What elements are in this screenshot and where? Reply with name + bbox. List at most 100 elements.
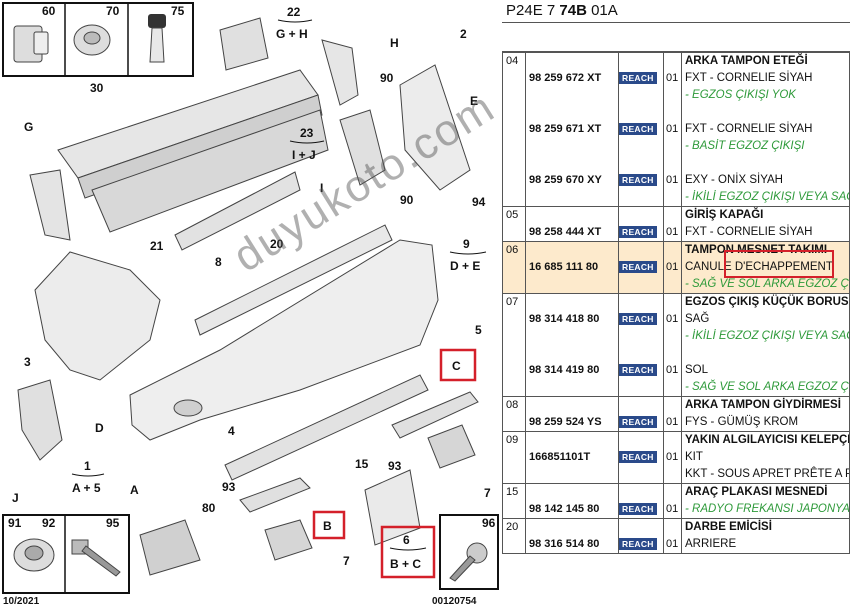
reach-wrap: REACH [619, 311, 663, 328]
spacer [526, 294, 618, 311]
exhaust-pipe-7-lower [264, 519, 313, 561]
spacer [619, 155, 663, 172]
side-panel-2 [399, 64, 471, 191]
callout-I: I [320, 181, 323, 195]
row-index: 08 [506, 399, 519, 411]
row-index: 05 [506, 209, 519, 221]
part-number: 98 258 444 XT [529, 226, 602, 238]
callout-labels: 22 G + H H 2 30 90 E G 23 I + J I 90 94 … [12, 5, 491, 568]
bracket-I [339, 109, 386, 186]
quantity-cell: 01 [663, 241, 682, 294]
part-quantity: 01 [666, 123, 679, 135]
part-note: - SAĞ VE SOL ARKA EGZOZ Ç [685, 381, 849, 393]
lower-skirt-4 [224, 374, 429, 481]
spacer [619, 104, 663, 121]
catalog-code-header: P24E 7 74B 01A [502, 0, 850, 23]
spacer [526, 207, 618, 224]
reach-badge: REACH [619, 416, 657, 428]
callout-15: 15 [355, 457, 369, 471]
callout-60: 60 [42, 4, 56, 18]
spacer [664, 155, 681, 172]
callout-1-sub: A + 5 [72, 481, 101, 495]
inset-box-top: 60 70 75 [2, 2, 194, 77]
part-note: - SAĞ VE SOL ARKA EGZOZ Ç [685, 278, 849, 290]
nut-70-icon [73, 24, 111, 56]
part-description: KIT [685, 451, 703, 463]
quantity-cell: 01 [663, 206, 682, 242]
reach-wrap: REACH [619, 172, 663, 189]
reach-badge: REACH [619, 503, 657, 515]
parts-exploded-diagram: 60 70 75 91 92 95 10 [2, 2, 499, 607]
part-quantity: 01 [666, 174, 679, 186]
spacer [526, 397, 618, 414]
row-index: 07 [506, 296, 519, 308]
plate-bracket-15 [364, 469, 421, 546]
callout-G: G [24, 120, 33, 134]
part-quantity: 01 [666, 364, 679, 376]
callout-D: D [95, 421, 104, 435]
callout-20: 20 [270, 237, 284, 251]
header-spacer [502, 23, 850, 52]
callout-6-sub: B + C [390, 557, 421, 571]
part-description: FYS - GÜMÜŞ KROM [685, 416, 799, 428]
part-title: GİRİŞ KAPAĞI [685, 209, 764, 221]
spacer [619, 294, 663, 311]
bracket-G [29, 169, 71, 241]
reinforcement-beam-30 [57, 17, 323, 199]
part-quantity: 01 [666, 416, 679, 428]
part-20 [174, 171, 301, 251]
reach-cell: REACH [618, 431, 664, 484]
callout-J: J [12, 491, 19, 505]
quantity-cell: 01 [663, 518, 682, 554]
reach-badge: REACH [619, 313, 657, 325]
spacer [619, 484, 663, 501]
spacer [619, 432, 663, 449]
reach-wrap: REACH [619, 414, 663, 431]
part-title: ARAÇ PLAKASI MESNEDİ [685, 486, 828, 498]
part-description: SOL [685, 364, 709, 376]
spacer [664, 519, 681, 536]
part-number-cell: 98 316 514 80 [525, 518, 619, 554]
callout-4: 4 [228, 424, 235, 438]
clip-75-icon [148, 14, 166, 63]
trim-strip-8 [194, 224, 393, 336]
side-cover-3 [34, 251, 161, 381]
row-index-cell: 09 [502, 431, 526, 484]
callout-3: 3 [24, 355, 31, 369]
callout-H: H [390, 36, 399, 50]
spacer [619, 207, 663, 224]
ref-label: 00120754 [432, 596, 477, 607]
row-index: 09 [506, 434, 519, 446]
quantity-cell: 01 [663, 396, 682, 432]
row-index: 06 [506, 244, 519, 256]
spacer [664, 104, 681, 121]
bolt-95-icon [71, 539, 121, 577]
part-description: FXT - CORNELIE SİYAH [685, 226, 813, 238]
reach-wrap: REACH [619, 224, 663, 241]
spacer [526, 519, 618, 536]
part-quantity: 01 [666, 72, 679, 84]
part-number: 98 259 670 XY [529, 174, 602, 186]
spacer [526, 189, 618, 206]
absorber-21 [91, 109, 329, 233]
callout-30: 30 [90, 81, 104, 95]
callout-7b: 7 [343, 554, 350, 568]
reach-badge: REACH [619, 261, 657, 273]
callout-22: 22 [287, 5, 301, 19]
reach-wrap: REACH [619, 259, 663, 276]
part-title: EGZOS ÇIKIŞ KÜÇÜK BORUSU [685, 296, 849, 308]
date-label: 10/2021 [3, 596, 40, 607]
